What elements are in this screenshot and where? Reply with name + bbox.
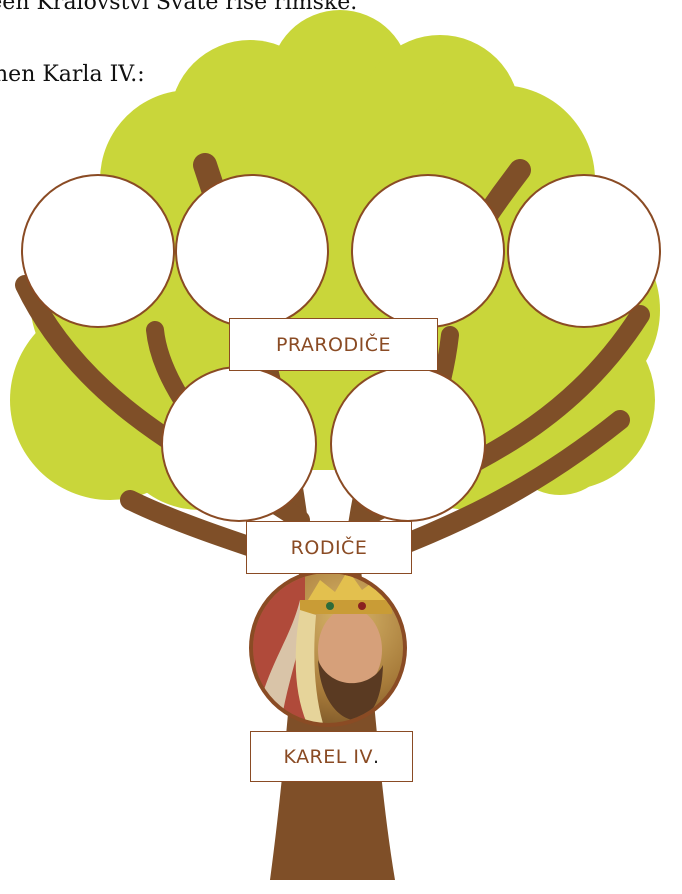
sentence-line-2: hen Karla IV.: [0,62,145,87]
person-name-period: . [373,745,380,768]
grandparent-circles [21,174,661,328]
grandparent-circle-2 [175,174,329,328]
parent-circle-2 [330,366,486,522]
grandparents-label: PRARODIČE [229,318,438,371]
sentence-line-1: seen Království Svaté říše římské. [0,0,358,15]
grandparent-circle-4 [507,174,661,328]
grandparent-circle-1 [21,174,175,328]
parent-circle-1 [161,366,317,522]
parents-label: RODIČE [246,521,412,574]
parents-label-text: RODIČE [290,536,368,559]
parent-circles [161,366,486,522]
grandparents-label-text: PRARODIČE [275,333,392,356]
person-name-label: KAREL IV. [250,731,413,782]
portrait-image [249,569,407,727]
person-name-text: KAREL IV [283,745,373,768]
grandparent-circle-3 [351,174,505,328]
